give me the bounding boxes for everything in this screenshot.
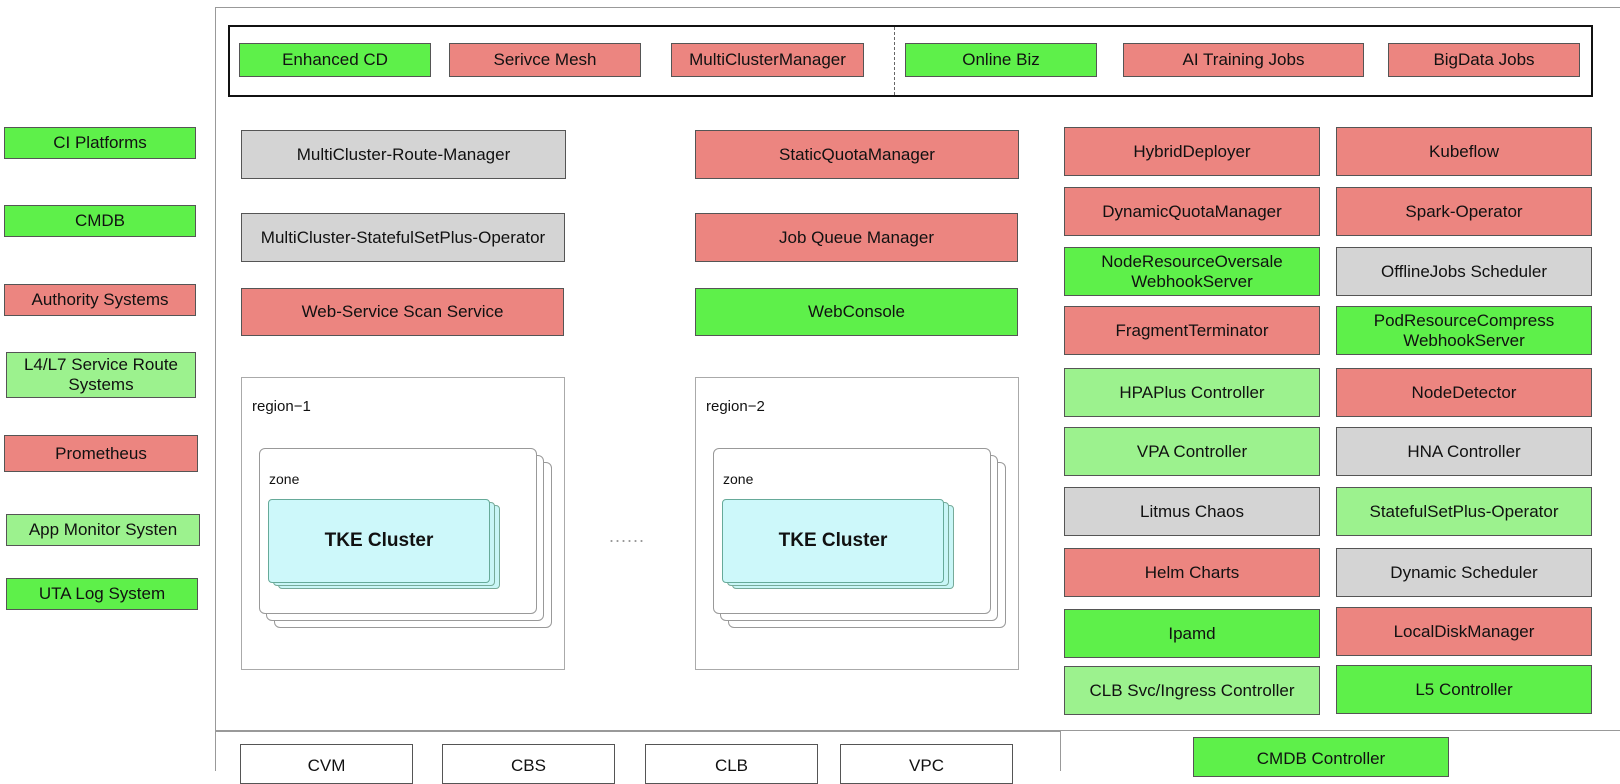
left-system: UTA Log System [6, 578, 198, 610]
component-box: OfflineJobs Scheduler [1336, 247, 1592, 296]
region-label: region−2 [706, 398, 765, 415]
component-box: StatefulSetPlus-Operator [1336, 487, 1592, 536]
component-box: PodResourceCompress WebhookServer [1336, 306, 1592, 355]
zone-card: zone TKE Cluster [259, 448, 537, 614]
component-box: NodeDetector [1336, 368, 1592, 417]
cmdb-controller: CMDB Controller [1193, 737, 1449, 777]
component-box: CLB Svc/Ingress Controller [1064, 666, 1320, 715]
left-system: Prometheus [4, 435, 198, 472]
top-bar-item: AI Training Jobs [1123, 43, 1364, 77]
component-box: HNA Controller [1336, 427, 1592, 476]
tke-cluster: TKE Cluster [722, 499, 944, 583]
left-system: CMDB [4, 205, 196, 237]
component-box: NodeResourceOversale WebhookServer [1064, 247, 1320, 296]
top-bar-item: Serivce Mesh [449, 43, 641, 77]
component-box: HybridDeployer [1064, 127, 1320, 176]
left-system: CI Platforms [4, 127, 196, 159]
component-box: MultiCluster-StatefulSetPlus-Operator [241, 213, 565, 262]
region-2-box: region−2 zone TKE Cluster [695, 377, 1019, 670]
left-system: App Monitor Systen [6, 514, 200, 546]
component-box: WebConsole [695, 288, 1018, 336]
component-box: Spark-Operator [1336, 187, 1592, 236]
component-box: FragmentTerminator [1064, 306, 1320, 355]
component-box: Kubeflow [1336, 127, 1592, 176]
zone-label: zone [269, 471, 300, 487]
infra-item: CBS [442, 744, 615, 784]
component-box: Litmus Chaos [1064, 487, 1320, 536]
top-bar-item: Online Biz [905, 43, 1097, 77]
zone-label: zone [723, 471, 754, 487]
component-box: Helm Charts [1064, 548, 1320, 597]
platform-frame [215, 7, 1620, 731]
region-label: region−1 [252, 398, 311, 415]
infra-item: CLB [645, 744, 818, 784]
region-1-box: region−1 zone TKE Cluster [241, 377, 565, 670]
component-box: HPAPlus Controller [1064, 368, 1320, 417]
zone-card: zone TKE Cluster [713, 448, 991, 614]
component-box: Dynamic Scheduler [1336, 548, 1592, 597]
component-box: Job Queue Manager [695, 213, 1018, 262]
infra-item: VPC [840, 744, 1013, 784]
left-system: L4/L7 Service Route Systems [6, 352, 196, 398]
top-bar-item: BigData Jobs [1388, 43, 1580, 77]
component-box: VPA Controller [1064, 427, 1320, 476]
tke-cluster: TKE Cluster [268, 499, 490, 583]
component-box: Web-Service Scan Service [241, 288, 564, 336]
component-box: MultiCluster-Route-Manager [241, 130, 566, 179]
top-bar-item: MultiClusterManager [671, 43, 864, 77]
component-box: DynamicQuotaManager [1064, 187, 1320, 236]
top-bar [228, 25, 1593, 97]
component-box: L5 Controller [1336, 665, 1592, 714]
top-bar-divider [894, 27, 895, 95]
ellipsis: ...... [609, 526, 646, 546]
component-box: StaticQuotaManager [695, 130, 1019, 179]
infra-item: CVM [240, 744, 413, 784]
left-system: Authority Systems [4, 284, 196, 316]
component-box: LocalDiskManager [1336, 607, 1592, 656]
component-box: Ipamd [1064, 609, 1320, 658]
top-bar-item: Enhanced CD [239, 43, 431, 77]
